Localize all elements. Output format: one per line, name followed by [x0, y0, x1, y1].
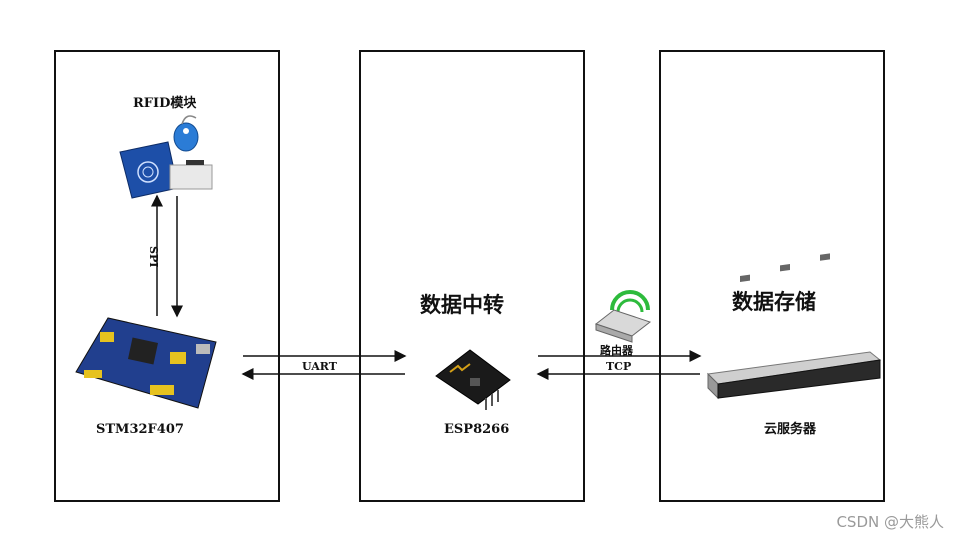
watermark: CSDN @大熊人: [836, 513, 944, 531]
router-label: 路由器: [600, 344, 633, 357]
cloud-server-label: 云服务器: [764, 422, 817, 437]
rfid-module-image: [119, 115, 213, 199]
left-panel: [54, 50, 280, 502]
stm32-label: STM32F407: [96, 422, 184, 437]
server-image: [706, 253, 882, 400]
router-icon: [594, 290, 652, 343]
right-panel: [659, 50, 885, 502]
rfid-module-label: RFID模块: [133, 96, 197, 111]
storage-title: 数据存储: [732, 290, 816, 314]
tcp-label: TCP: [606, 360, 632, 373]
esp8266-label: ESP8266: [444, 422, 510, 437]
esp8266-image: [435, 349, 511, 410]
uart-label: UART: [302, 360, 337, 373]
spi-label: SPI: [147, 246, 160, 268]
relay-title: 数据中转: [420, 293, 504, 317]
stm32-board-image: [75, 317, 217, 409]
middle-panel: [359, 50, 585, 502]
